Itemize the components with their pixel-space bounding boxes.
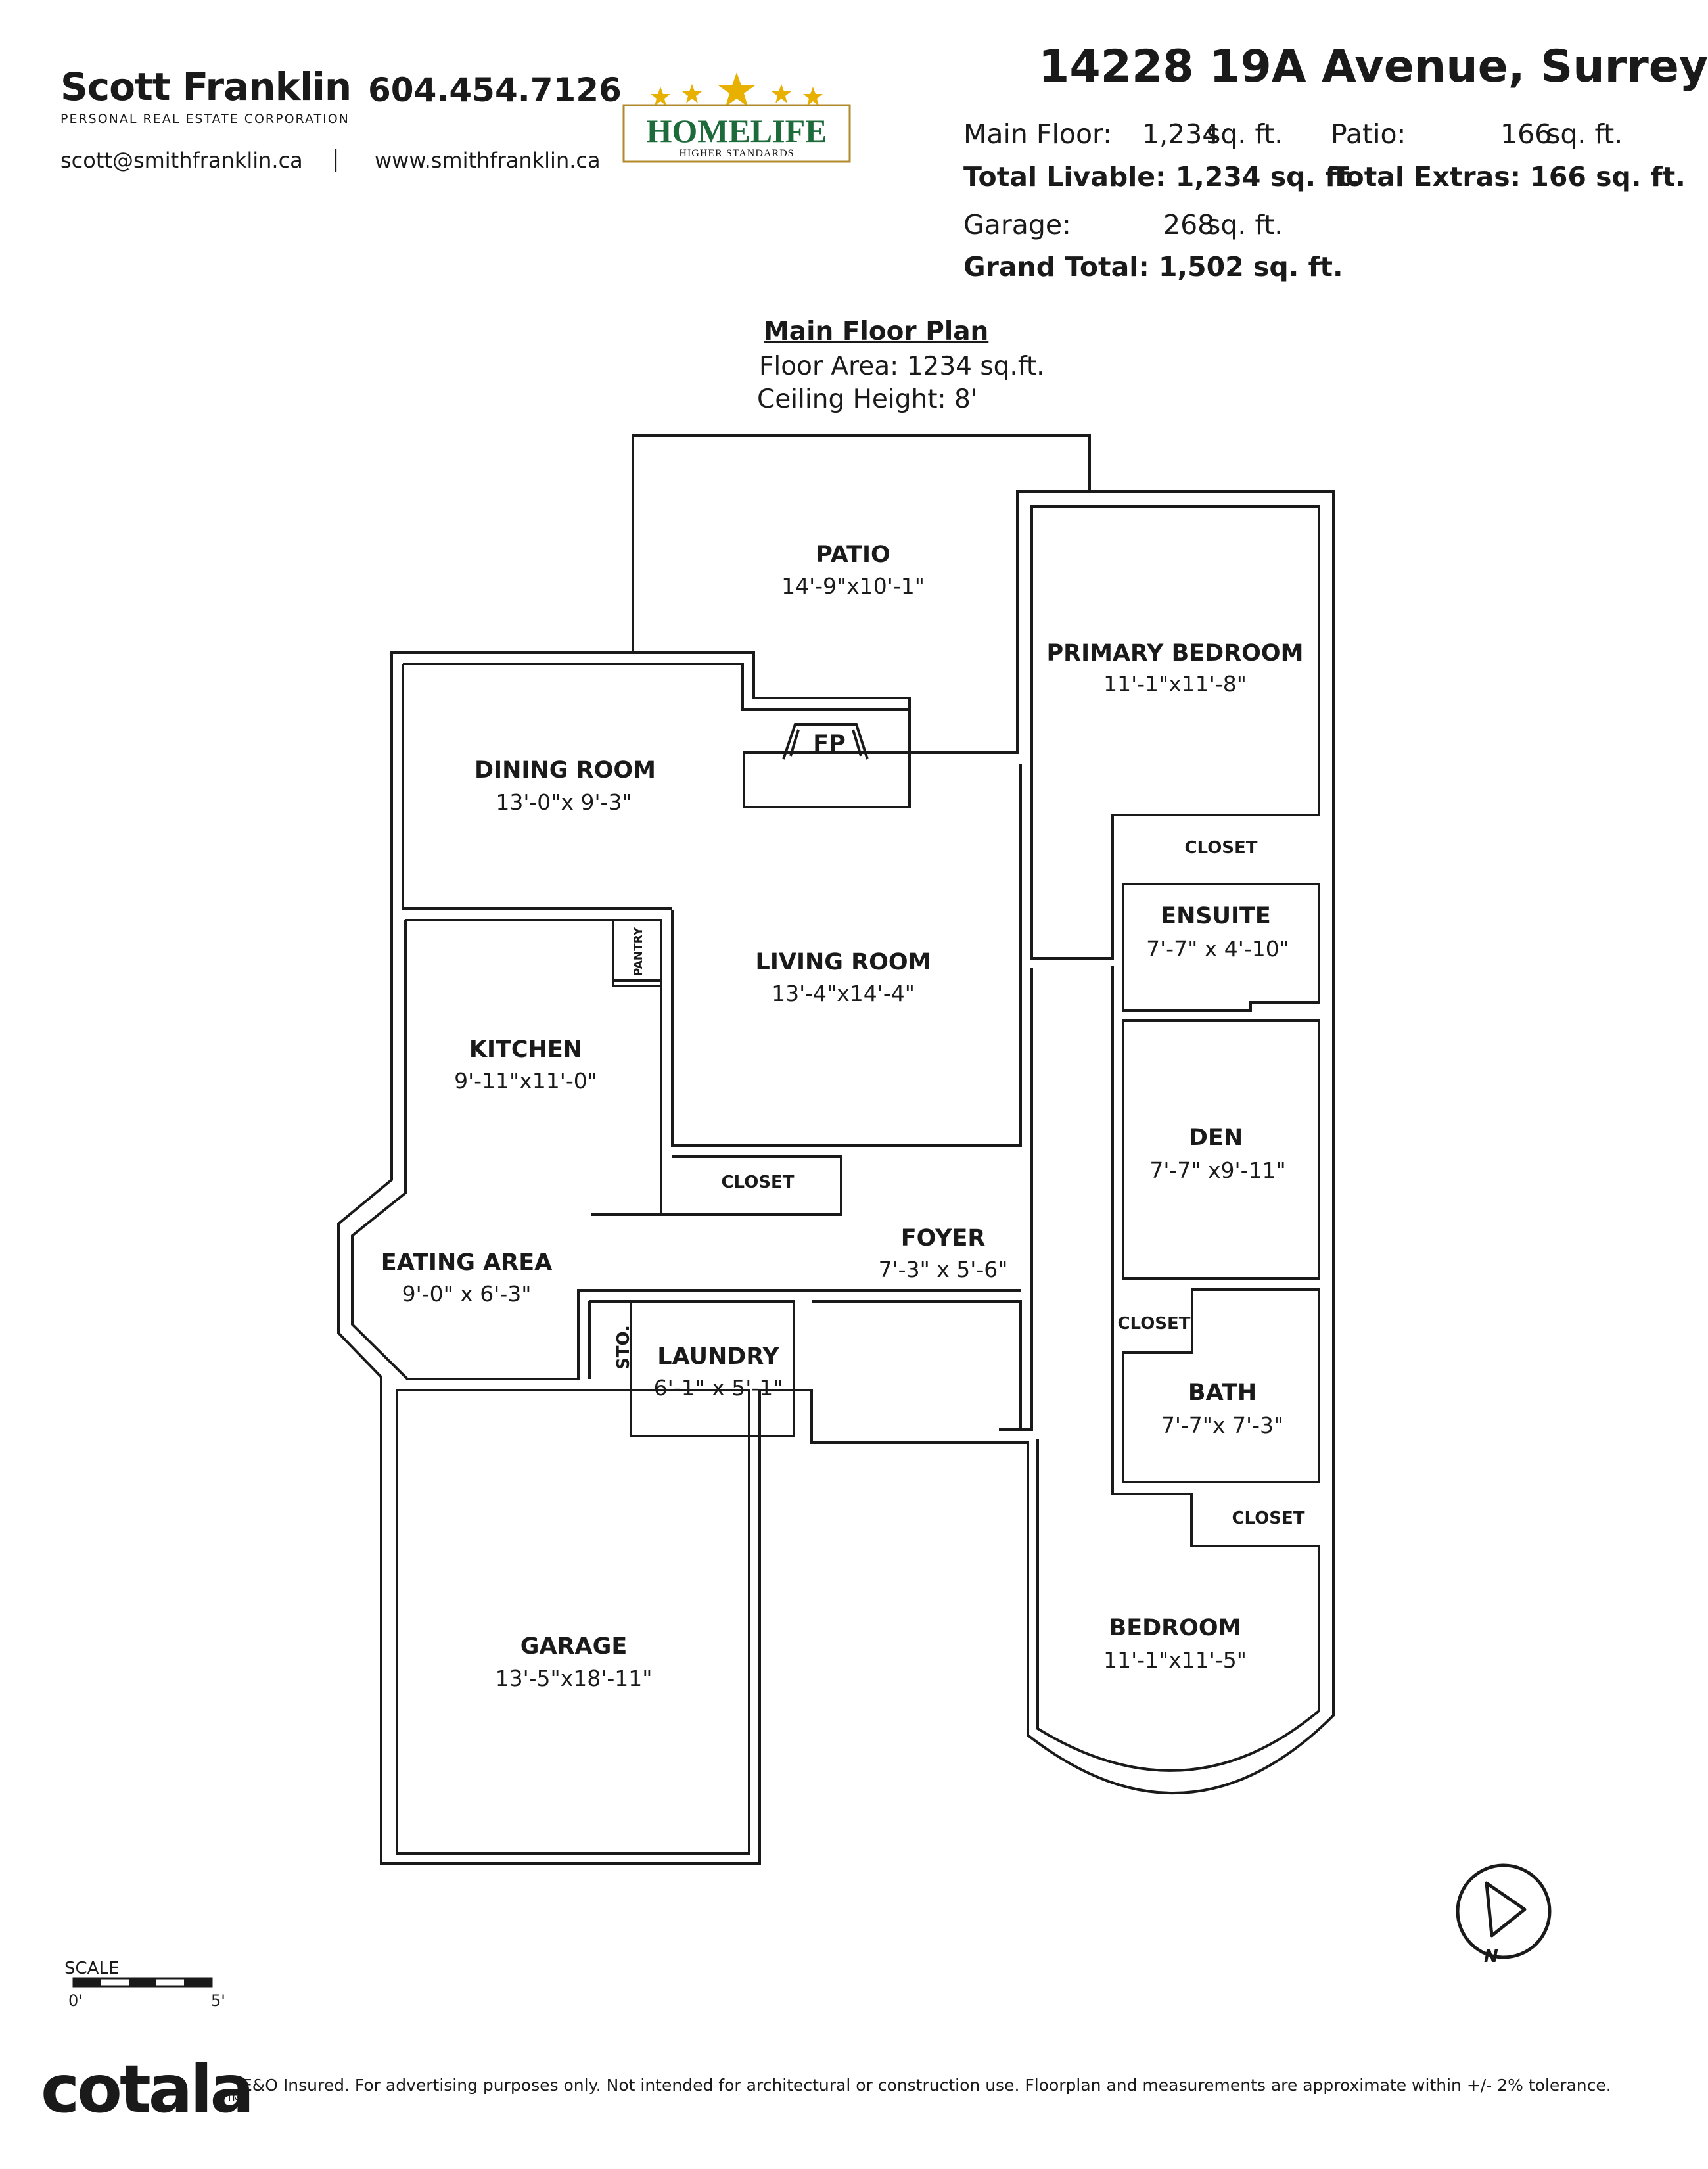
living-room-east-wall <box>743 751 911 808</box>
main-floor-label: Main Floor: <box>963 118 1113 150</box>
eating-area-label: EATING AREA <box>381 1249 552 1276</box>
laundry-label: LAUNDRY <box>657 1343 779 1370</box>
primary-closet-label: CLOSET <box>1184 838 1257 858</box>
patio-value: 166 <box>1500 118 1552 150</box>
fireplace-outline <box>782 723 869 760</box>
garage-dimensions: 13'-5"x18'-11" <box>496 1666 653 1691</box>
main-floor-unit: sq. ft. <box>1207 118 1283 150</box>
living-room-label: LIVING ROOM <box>756 949 931 975</box>
disclaimer: E&O Insured. For advertising purposes on… <box>242 2076 1611 2095</box>
ensuite-dimensions: 7'-7" x 4'-10" <box>1146 936 1289 962</box>
trademark-mark: TM <box>227 2093 241 2104</box>
foyer-label: FOYER <box>901 1225 986 1251</box>
patio-outline <box>632 434 1091 651</box>
dining-room-label: DINING ROOM <box>474 757 656 783</box>
bath-label: BATH <box>1188 1380 1257 1406</box>
homelife-logo: HOMELIFE HIGHER STANDARDS <box>622 72 851 163</box>
laundry-wall <box>589 1300 1022 1437</box>
grand-total: Grand Total: 1,502 sq. ft. <box>963 251 1343 283</box>
main-floor-value: 1,234 <box>1142 118 1220 150</box>
garage-unit: sq. ft. <box>1207 209 1283 241</box>
scale-end: 5' <box>211 1992 225 2010</box>
bath-dimensions: 7'-7"x 7'-3" <box>1161 1412 1283 1438</box>
primary-bedroom-wall <box>1030 505 1320 960</box>
foyer-dimensions: 7'-3" x 5'-6" <box>879 1257 1008 1282</box>
scale-label: SCALE <box>64 1959 120 1978</box>
den-dimensions: 7'-7" x9'-11" <box>1149 1157 1285 1183</box>
star-icon <box>651 72 823 106</box>
primary-bedroom-dimensions: 11'-1"x11'-8" <box>1103 671 1247 697</box>
patio-unit: sq. ft. <box>1546 118 1623 150</box>
agent-name: Scott Franklin <box>60 64 352 109</box>
bedroom-closet-label: CLOSET <box>1232 1508 1304 1528</box>
kitchen-label: KITCHEN <box>469 1037 582 1063</box>
den-label: DEN <box>1189 1125 1243 1151</box>
cotala-logo: cotala <box>41 2051 254 2128</box>
garage-label: GARAGE <box>520 1633 628 1660</box>
compass-north-label: N <box>1484 1947 1498 1967</box>
ensuite-label: ENSUITE <box>1161 903 1271 929</box>
living-room-dimensions: 13'-4"x14'-4" <box>772 981 915 1006</box>
total-extras: Total Extras: 166 sq. ft. <box>1331 161 1686 193</box>
hall-closet-label: CLOSET <box>721 1173 794 1192</box>
garage-value: 268 <box>1163 209 1215 241</box>
scale-start: 0' <box>68 1992 83 2010</box>
eating-area-dimensions: 9'-0" x 6'-3" <box>402 1281 532 1307</box>
header-separator: | <box>332 146 340 172</box>
storage-label: STO. <box>614 1325 634 1370</box>
bath-closet-label: CLOSET <box>1117 1314 1190 1334</box>
dining-room-dimensions: 13'-0"x 9'-3" <box>496 789 632 815</box>
plan-title: Main Floor Plan <box>764 317 989 346</box>
bedroom-label: BEDROOM <box>1109 1615 1241 1641</box>
ensuite-wall <box>1122 883 1320 1012</box>
property-address: 14228 19A Avenue, Surrey <box>1038 41 1708 93</box>
agent-corporation: PERSONAL REAL ESTATE CORPORATION <box>60 112 350 126</box>
fireplace-label: FP <box>813 731 846 757</box>
bedroom-dimensions: 11'-1"x11'-5" <box>1103 1647 1247 1673</box>
ceiling-height: Ceiling Height: 8' <box>757 385 978 414</box>
den-wall <box>1122 1019 1320 1280</box>
house-exterior-wall <box>337 490 1335 1865</box>
agent-website: www.smithfranklin.ca <box>375 148 601 173</box>
scale-bar <box>72 1977 213 1988</box>
hall-closet-wall <box>591 1155 842 1216</box>
logo-brand: HOMELIFE <box>646 112 827 149</box>
garage-label: Garage: <box>963 209 1071 241</box>
primary-bedroom-label: PRIMARY BEDROOM <box>1046 640 1303 666</box>
patio-label: PATIO <box>816 542 890 568</box>
sto-wall <box>588 1301 754 1437</box>
logo-tagline: HIGHER STANDARDS <box>679 148 794 159</box>
living-room-wall <box>999 968 1033 1431</box>
compass-icon: N <box>1456 1863 1552 1967</box>
pantry-wall <box>612 920 661 987</box>
living-west-wall <box>671 764 1022 1147</box>
agent-email: scott@smithfranklin.ca <box>60 148 303 173</box>
laundry-dimensions: 6'-1" x 5'-1" <box>654 1375 783 1401</box>
kitchen-wall <box>351 919 1021 1380</box>
patio-label: Patio: <box>1331 118 1406 150</box>
bath-wall <box>1122 1288 1320 1483</box>
floor-area: Floor Area: 1234 sq.ft. <box>759 352 1045 381</box>
patio-dimensions: 14'-9"x10'-1" <box>781 573 925 599</box>
house-interior-wall-outer <box>403 663 910 711</box>
agent-phone: 604.454.7126 <box>368 71 622 109</box>
kitchen-dimensions: 9'-11"x11'-0" <box>454 1068 597 1094</box>
dining-room-wall <box>402 664 672 910</box>
total-livable: Total Livable: 1,234 sq. ft. <box>963 161 1360 193</box>
bedroom-closet-wall <box>1036 966 1320 1772</box>
garage-outline <box>396 1389 750 1855</box>
pantry-label: PANTRY <box>632 927 645 976</box>
